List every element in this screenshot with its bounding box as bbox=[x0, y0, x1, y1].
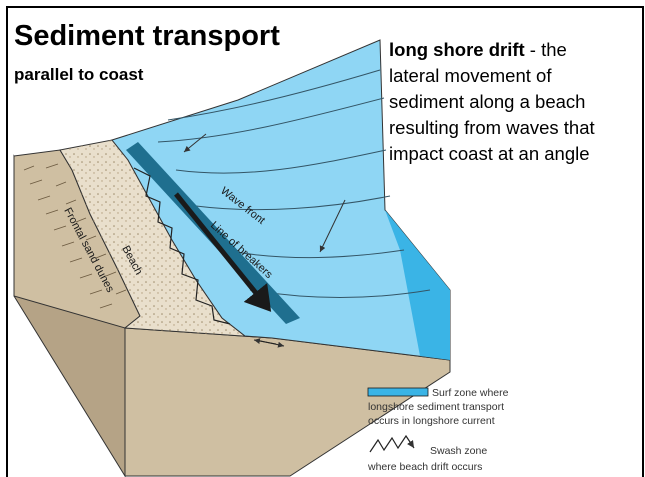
surf-zone-band bbox=[126, 142, 300, 324]
slide-title: Sediment transport bbox=[14, 20, 280, 52]
legend-surf-line-2: longshore sediment transport bbox=[368, 401, 504, 413]
legend-swash-line-1: Swash zone bbox=[430, 445, 487, 457]
definition-line-3: sediment along a beach bbox=[389, 91, 586, 112]
slide-frame bbox=[6, 6, 644, 477]
definition-line-5: impact coast at an angle bbox=[389, 143, 590, 164]
definition-term: long shore drift bbox=[389, 39, 525, 60]
legend: Surf zone where longshore sediment trans… bbox=[367, 387, 509, 473]
beach-drift-arrow bbox=[253, 338, 285, 348]
wave-direction-arrows bbox=[183, 133, 346, 253]
beach-sand-texture bbox=[60, 140, 272, 338]
legend-surf-swatch bbox=[367, 387, 429, 397]
slide-subtitle: parallel to coast bbox=[14, 65, 144, 84]
legend-surf-line-1: Surf zone where bbox=[432, 387, 509, 399]
dune-hatching bbox=[23, 163, 127, 309]
definition-line-4: resulting from waves that bbox=[389, 117, 595, 138]
water-side-face bbox=[385, 210, 450, 360]
legend-swash-line-2: where beach drift occurs bbox=[367, 461, 482, 473]
longshore-current-arrow bbox=[174, 192, 272, 312]
definition-separator: - bbox=[524, 39, 542, 60]
definition-line-1: the bbox=[541, 39, 567, 60]
definition-line-2: lateral movement of bbox=[389, 65, 552, 86]
definition-text: long shore drift - the lateral movement … bbox=[389, 37, 639, 167]
legend-surf-line-3: occurs in longshore current bbox=[368, 415, 495, 427]
swash-zigzag bbox=[133, 167, 231, 325]
legend-swash-icon bbox=[369, 434, 415, 453]
